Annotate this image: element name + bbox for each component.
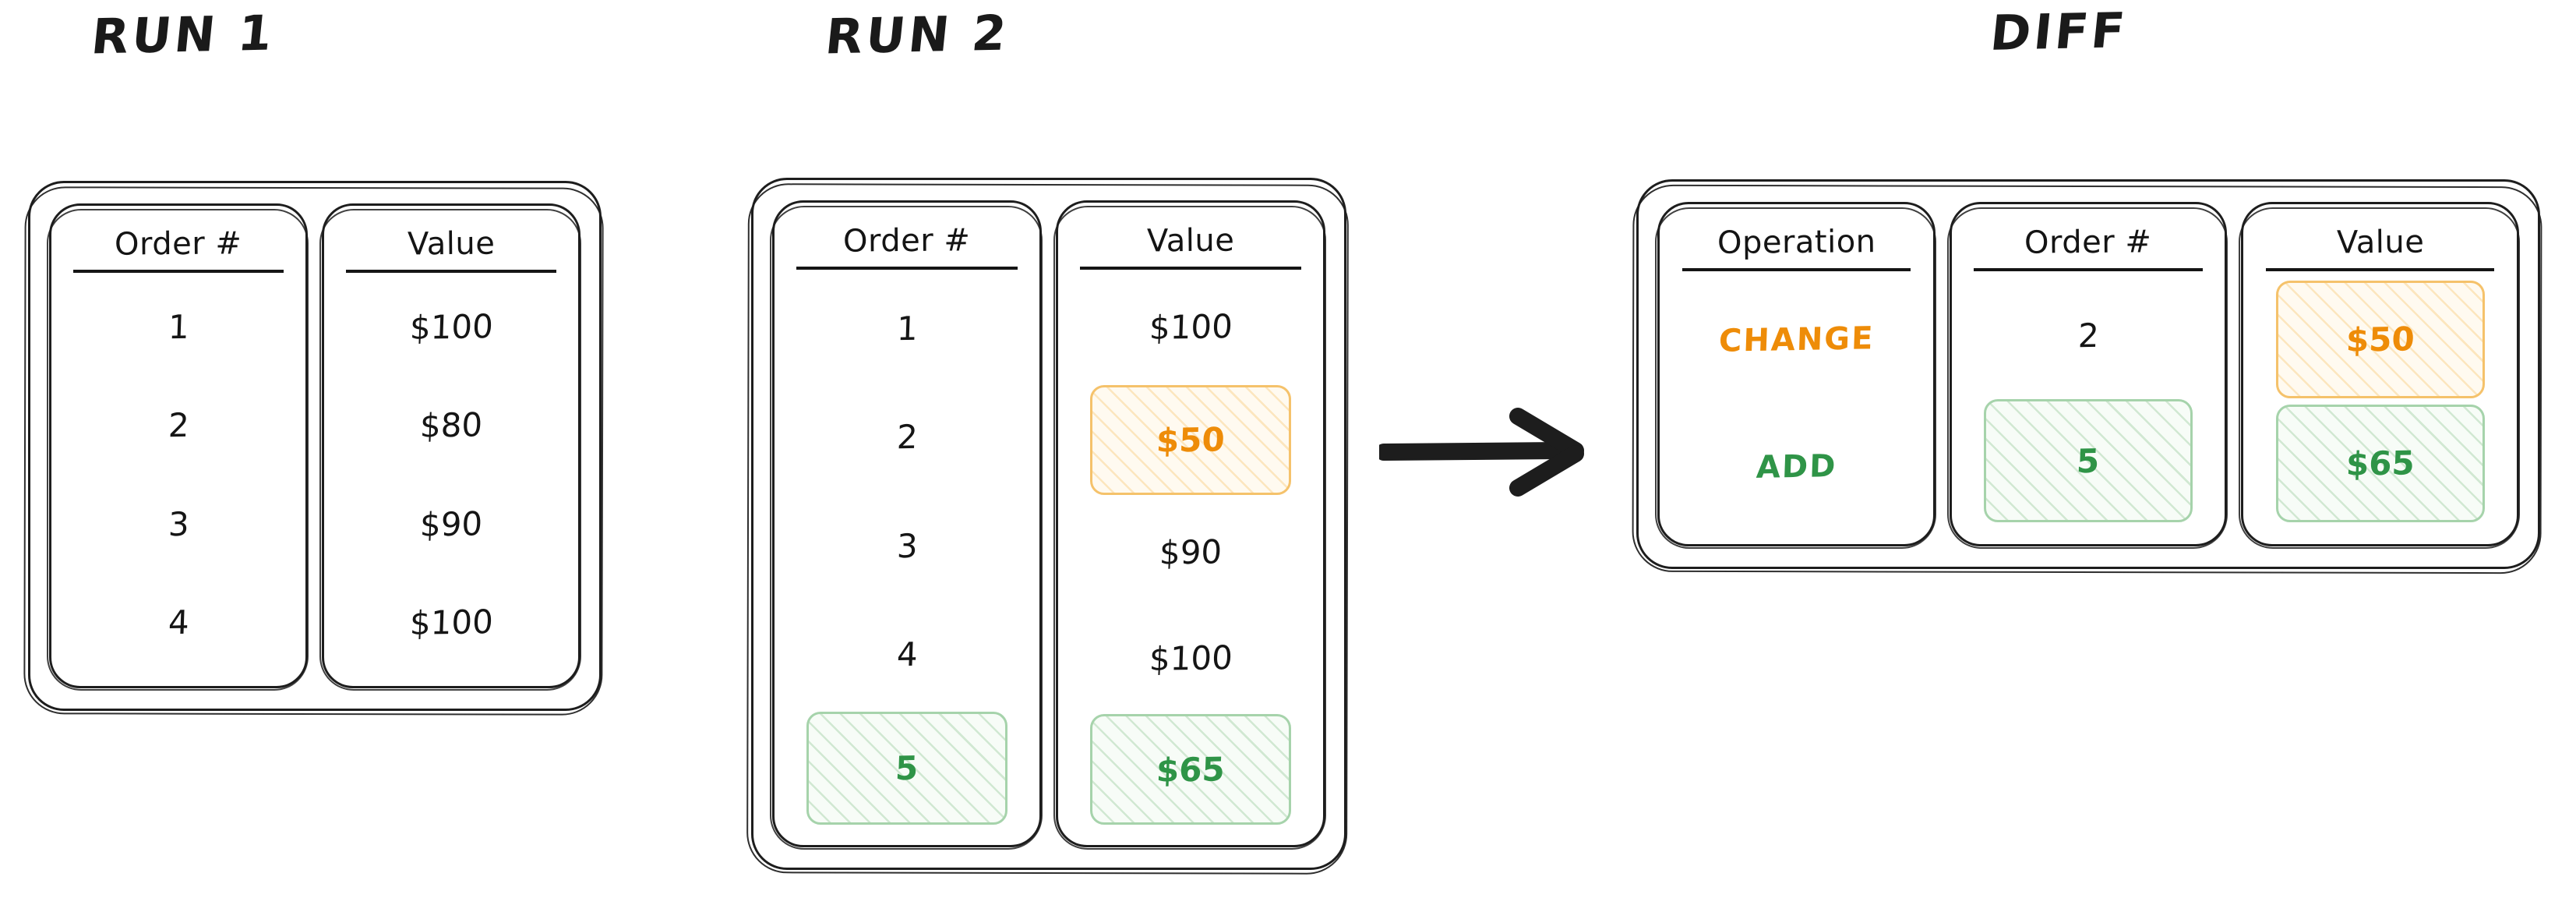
column-cells: 1 2 3 4: [64, 278, 293, 672]
column-run1-order: Order # 1 2 3 4: [47, 203, 309, 691]
cell-text: ADD: [1755, 447, 1837, 486]
cell-text: 3: [167, 504, 190, 544]
operation-badge-change: CHANGE: [1692, 276, 1901, 403]
cell-text: 2: [2077, 316, 2100, 355]
table-cell-added: $65: [1089, 714, 1292, 825]
column-run2-value: Value $100 $50 $90 $100 $65: [1053, 200, 1326, 850]
table-cell: $80: [355, 376, 548, 475]
operation-badge-add: ADD: [1692, 403, 1901, 530]
table-cell-changed: $50: [2275, 281, 2485, 398]
table-cell: $90: [1090, 500, 1292, 606]
header-rule: [1974, 268, 2203, 271]
table-cell: $100: [355, 278, 548, 376]
table-cell: 2: [806, 383, 1008, 491]
table-cell: 4: [83, 574, 275, 673]
column-cells: $100 $80 $90 $100: [337, 278, 566, 672]
table-cell: 1: [83, 278, 275, 376]
cell-text: $100: [408, 306, 494, 347]
column-cells: 1 2 3 4 5: [787, 274, 1027, 831]
cell-text: 5: [895, 748, 919, 788]
column-header: Order #: [2024, 224, 2152, 261]
cell-text: 4: [167, 603, 190, 642]
table-cell: $100: [1090, 606, 1292, 712]
cell-text: $100: [1148, 307, 1233, 348]
column-cells: $50 $65: [2256, 276, 2504, 530]
header-rule: [72, 270, 284, 273]
cell-text: 1: [895, 309, 919, 348]
cell-text: $80: [419, 405, 483, 445]
column-cells: $100 $50 $90 $100 $65: [1071, 274, 1311, 831]
cell-text: 3: [895, 526, 919, 565]
cell-text: $65: [2345, 444, 2415, 483]
panel-title-run2: RUN 2: [823, 4, 1012, 65]
panel-diff: Operation CHANGE ADD Order # 2 5 Value $…: [1636, 179, 2540, 569]
cell-text: $100: [1148, 638, 1233, 679]
table-cell: $100: [1090, 274, 1292, 380]
table-cell: $100: [355, 574, 548, 673]
table-cell: $90: [355, 475, 548, 574]
cell-text: $50: [1156, 420, 1226, 460]
cell-text: 2: [167, 405, 190, 445]
cell-text: $90: [419, 504, 483, 544]
header-rule: [1080, 267, 1301, 270]
column-header: Order #: [115, 225, 242, 263]
table-cell: 3: [83, 475, 275, 574]
column-diff-value: Value $50 $65: [2239, 202, 2520, 549]
table-cell: 4: [806, 600, 1008, 709]
flow-arrow-right-icon: [1375, 405, 1613, 499]
column-header: Value: [2336, 224, 2425, 261]
panel-run2: Order # 1 2 3 4 5 Value $100 $50 $90 $10…: [751, 178, 1346, 870]
cell-text: $90: [1159, 532, 1223, 573]
table-cell-added: $65: [2275, 405, 2485, 522]
column-diff-order: Order # 2 5: [1946, 202, 2228, 549]
table-cell-added: 5: [1984, 399, 2193, 522]
column-run1-value: Value $100 $80 $90 $100: [319, 203, 581, 691]
panel-title-diff: DIFF: [1988, 2, 2131, 62]
column-run2-order: Order # 1 2 3 4 5: [770, 200, 1043, 850]
column-header: Value: [1146, 222, 1235, 260]
header-rule: [796, 267, 1018, 270]
cell-text: $100: [408, 603, 494, 643]
panel-title-run1: RUN 1: [89, 4, 278, 65]
table-cell: 3: [806, 491, 1008, 599]
table-cell-changed: $50: [1089, 384, 1292, 496]
cell-text: 2: [895, 418, 919, 457]
table-cell: 2: [1984, 276, 2193, 394]
column-header: Operation: [1717, 224, 1876, 261]
cell-text: $50: [2345, 320, 2415, 359]
column-diff-operation: Operation CHANGE ADD: [1655, 202, 1936, 549]
cell-text: $65: [1156, 749, 1226, 790]
table-cell-added: 5: [806, 711, 1008, 825]
cell-text: 5: [2076, 441, 2101, 480]
cell-text: 4: [895, 635, 919, 673]
panel-run1: Order # 1 2 3 4 Value $100 $80 $90 $100: [28, 181, 602, 711]
column-cells: CHANGE ADD: [1672, 276, 1921, 530]
header-rule: [1681, 268, 1911, 271]
column-header: Value: [407, 225, 496, 263]
header-rule: [2266, 268, 2495, 271]
header-rule: [345, 270, 557, 273]
cell-text: 1: [167, 307, 190, 347]
table-cell: 1: [806, 274, 1008, 383]
column-cells: 2 5: [1964, 276, 2213, 530]
table-cell: 2: [83, 376, 275, 475]
cell-text: CHANGE: [1717, 320, 1875, 359]
column-header: Order #: [843, 222, 971, 260]
